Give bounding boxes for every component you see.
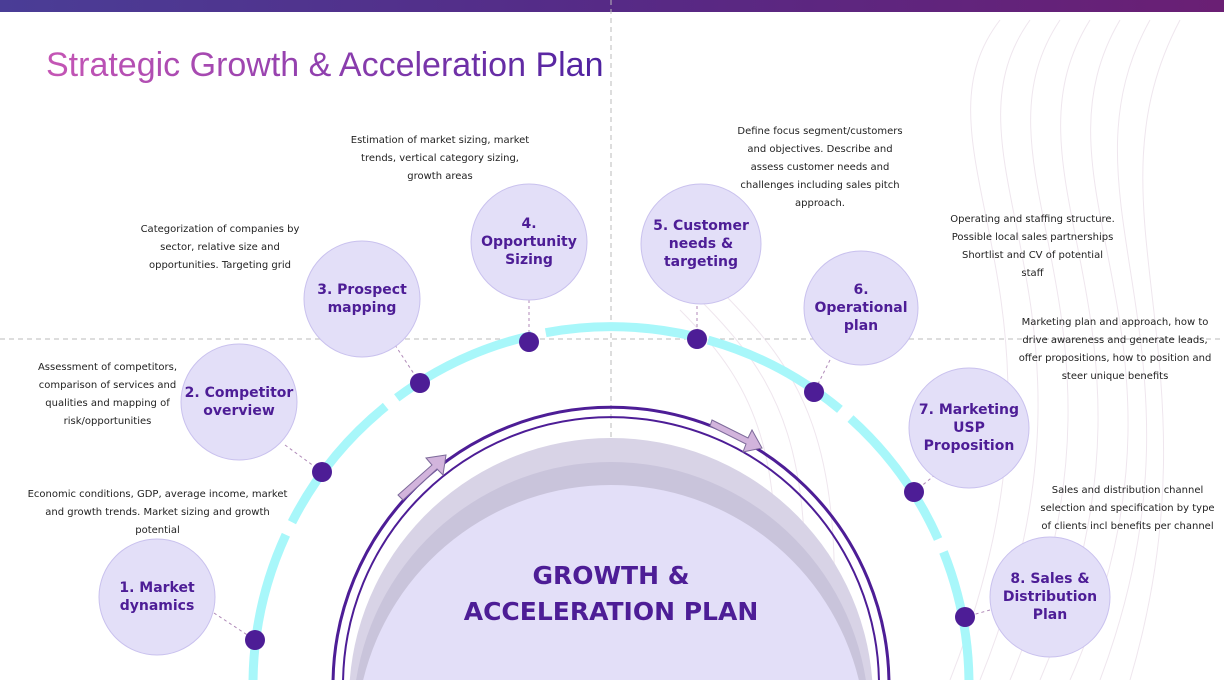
outer-ring <box>331 405 891 680</box>
step-dot <box>519 332 539 352</box>
inner-ring <box>342 416 880 680</box>
step-3-description: Categorization of companies by sector, r… <box>140 224 300 271</box>
page-title: Strategic Growth & Acceleration Plan <box>46 46 604 84</box>
step-5-bubble[interactable]: 5. Customer needs & targeting <box>653 218 749 270</box>
step-dot <box>955 607 975 627</box>
step-dot <box>804 382 824 402</box>
step-dot <box>687 329 707 349</box>
step-8-bubble[interactable]: 8. Sales & Distribution Plan <box>1002 571 1098 623</box>
center-title: GROWTH & ACCELERATION PLAN <box>463 561 759 626</box>
step-8-description: Sales and distribution channel selection… <box>1040 485 1215 532</box>
step-7-description: Marketing plan and approach, how to driv… <box>1018 317 1212 382</box>
cyan-arc <box>248 322 974 680</box>
step-1-bubble[interactable]: 1. Market dynamics <box>119 580 195 614</box>
arrow-icon <box>397 419 763 501</box>
step-dot <box>245 630 265 650</box>
step-2-bubble[interactable]: 2. Competitor overview <box>184 385 294 419</box>
step-6-bubble[interactable]: 6. Operational plan <box>814 282 908 334</box>
top-banner <box>0 0 1224 12</box>
center-disc <box>363 485 859 680</box>
step-1-description: Economic conditions, GDP, average income… <box>27 489 288 536</box>
step-5-description: Define focus segment/customers and objec… <box>737 126 903 209</box>
step-4-description: Estimation of market sizing, market tren… <box>350 135 530 182</box>
step-dot <box>410 373 430 393</box>
step-6-description: Operating and staffing structure. Possib… <box>950 214 1115 279</box>
step-3-bubble[interactable]: 3. Prospect mapping <box>317 282 407 316</box>
bubble-circles <box>98 183 1111 658</box>
step-dot <box>312 462 332 482</box>
step-2-description: Assessment of competitors, comparison of… <box>37 362 178 427</box>
step-7-bubble[interactable]: 7. Marketing USP Proposition <box>918 402 1020 454</box>
step-4-bubble[interactable]: 4. Opportunity Sizing <box>481 216 577 268</box>
step-dot <box>904 482 924 502</box>
